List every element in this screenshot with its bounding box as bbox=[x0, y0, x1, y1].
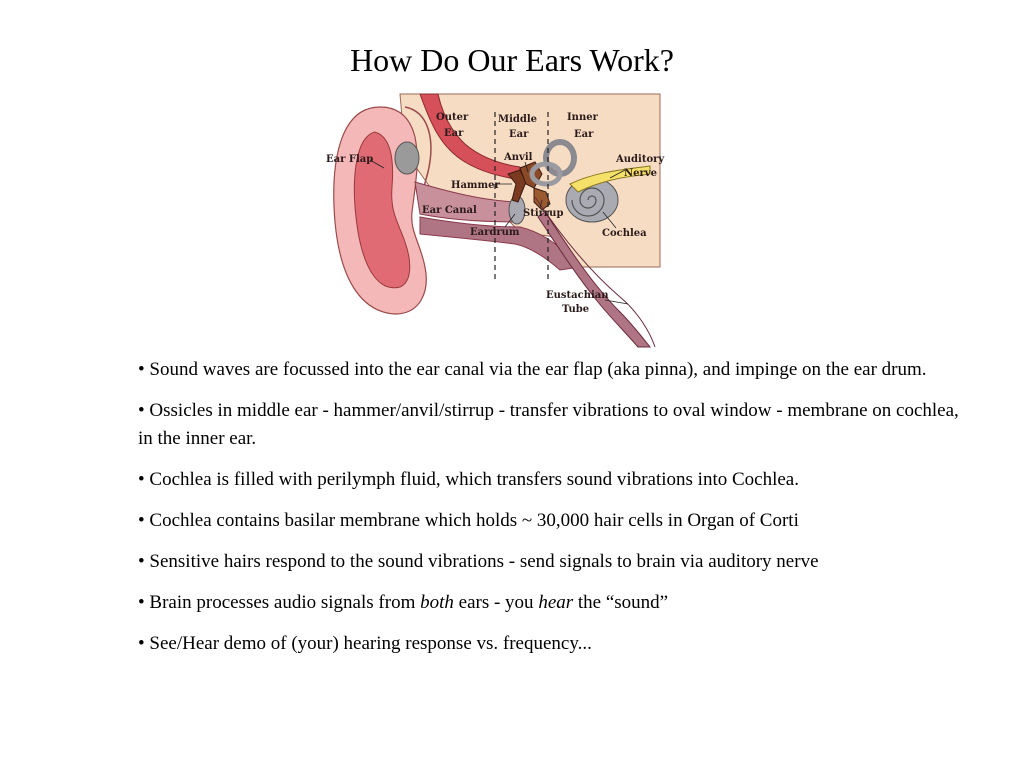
label-outer-ear-2: Ear bbox=[444, 128, 464, 139]
bullet-6-emphasis-both: both bbox=[420, 592, 454, 613]
label-auditory-nerve-1: Auditory bbox=[615, 154, 665, 165]
bullet-item-4: • Cochlea contains basilar membrane whic… bbox=[138, 510, 799, 531]
label-middle-ear-2: Ear bbox=[509, 129, 529, 140]
hammer-shape bbox=[507, 169, 527, 203]
bullet-6-pre: • Brain processes audio signals from bbox=[138, 592, 421, 613]
eustachian-tube-shape bbox=[537, 211, 652, 348]
label-eardrum: Eardrum bbox=[470, 227, 520, 238]
eustachian-pointer bbox=[604, 299, 629, 305]
ear-flap-inner bbox=[353, 131, 411, 289]
label-cochlea: Cochlea bbox=[602, 228, 647, 239]
slide-title: How Do Our Ears Work? bbox=[350, 42, 674, 78]
auditory-nerve-pointer bbox=[609, 169, 626, 179]
bullet-item-5: • Sensitive hairs respond to the sound v… bbox=[138, 551, 819, 572]
label-auditory-nerve-2: Nerve bbox=[624, 168, 657, 179]
semicircular-canal-2 bbox=[529, 161, 563, 187]
label-eustachian-1: Eustachian bbox=[546, 290, 609, 301]
bullet-6-post: the “sound” bbox=[573, 592, 669, 613]
bullet-item-6: • Brain processes audio signals from bot… bbox=[138, 589, 968, 617]
ear-anatomy-svg: Outer Ear Middle Ear Inner Ear Ear Flap … bbox=[326, 93, 665, 348]
cochlea-pointer bbox=[602, 211, 617, 229]
bullet-item-7: • See/Hear demo of (your) hearing respon… bbox=[138, 633, 592, 654]
label-ear-flap: Ear Flap bbox=[326, 154, 373, 165]
label-outer-ear-1: Outer bbox=[436, 112, 469, 123]
label-ear-canal: Ear Canal bbox=[422, 205, 477, 216]
bullet-6-mid: ears - you bbox=[453, 592, 539, 613]
label-middle-ear-1: Middle bbox=[498, 114, 537, 125]
stirrup-shape bbox=[533, 187, 551, 211]
label-inner-ear-2: Ear bbox=[574, 129, 594, 140]
eustachian-tube-outer bbox=[534, 196, 656, 348]
bullet-item-2: • Ossicles in middle ear - hammer/anvil/… bbox=[138, 400, 959, 449]
concha-shape bbox=[394, 141, 420, 175]
auditory-nerve-shape bbox=[569, 165, 651, 193]
label-stirrup: Stirrup bbox=[523, 208, 563, 219]
eardrum-pointer bbox=[504, 213, 516, 228]
ear-anatomy-diagram: Outer Ear Middle Ear Inner Ear Ear Flap … bbox=[320, 92, 670, 352]
label-inner-ear-1: Inner bbox=[567, 112, 599, 123]
label-eustachian-2: Tube bbox=[562, 304, 589, 315]
cochlea-spiral bbox=[571, 187, 605, 217]
label-hammer: Hammer bbox=[451, 180, 500, 191]
stirrup-pointer bbox=[539, 199, 543, 209]
bullet-list: • Sound waves are focussed into the ear … bbox=[138, 356, 968, 671]
bullet-item-1: • Sound waves are focussed into the ear … bbox=[138, 359, 927, 380]
anvil-pointer bbox=[524, 161, 529, 173]
label-anvil: Anvil bbox=[503, 152, 533, 163]
ear-flap-pointer bbox=[369, 159, 385, 169]
bullet-item-3: • Cochlea is filled with perilymph fluid… bbox=[138, 469, 799, 490]
bullet-6-emphasis-hear: hear bbox=[538, 592, 574, 613]
